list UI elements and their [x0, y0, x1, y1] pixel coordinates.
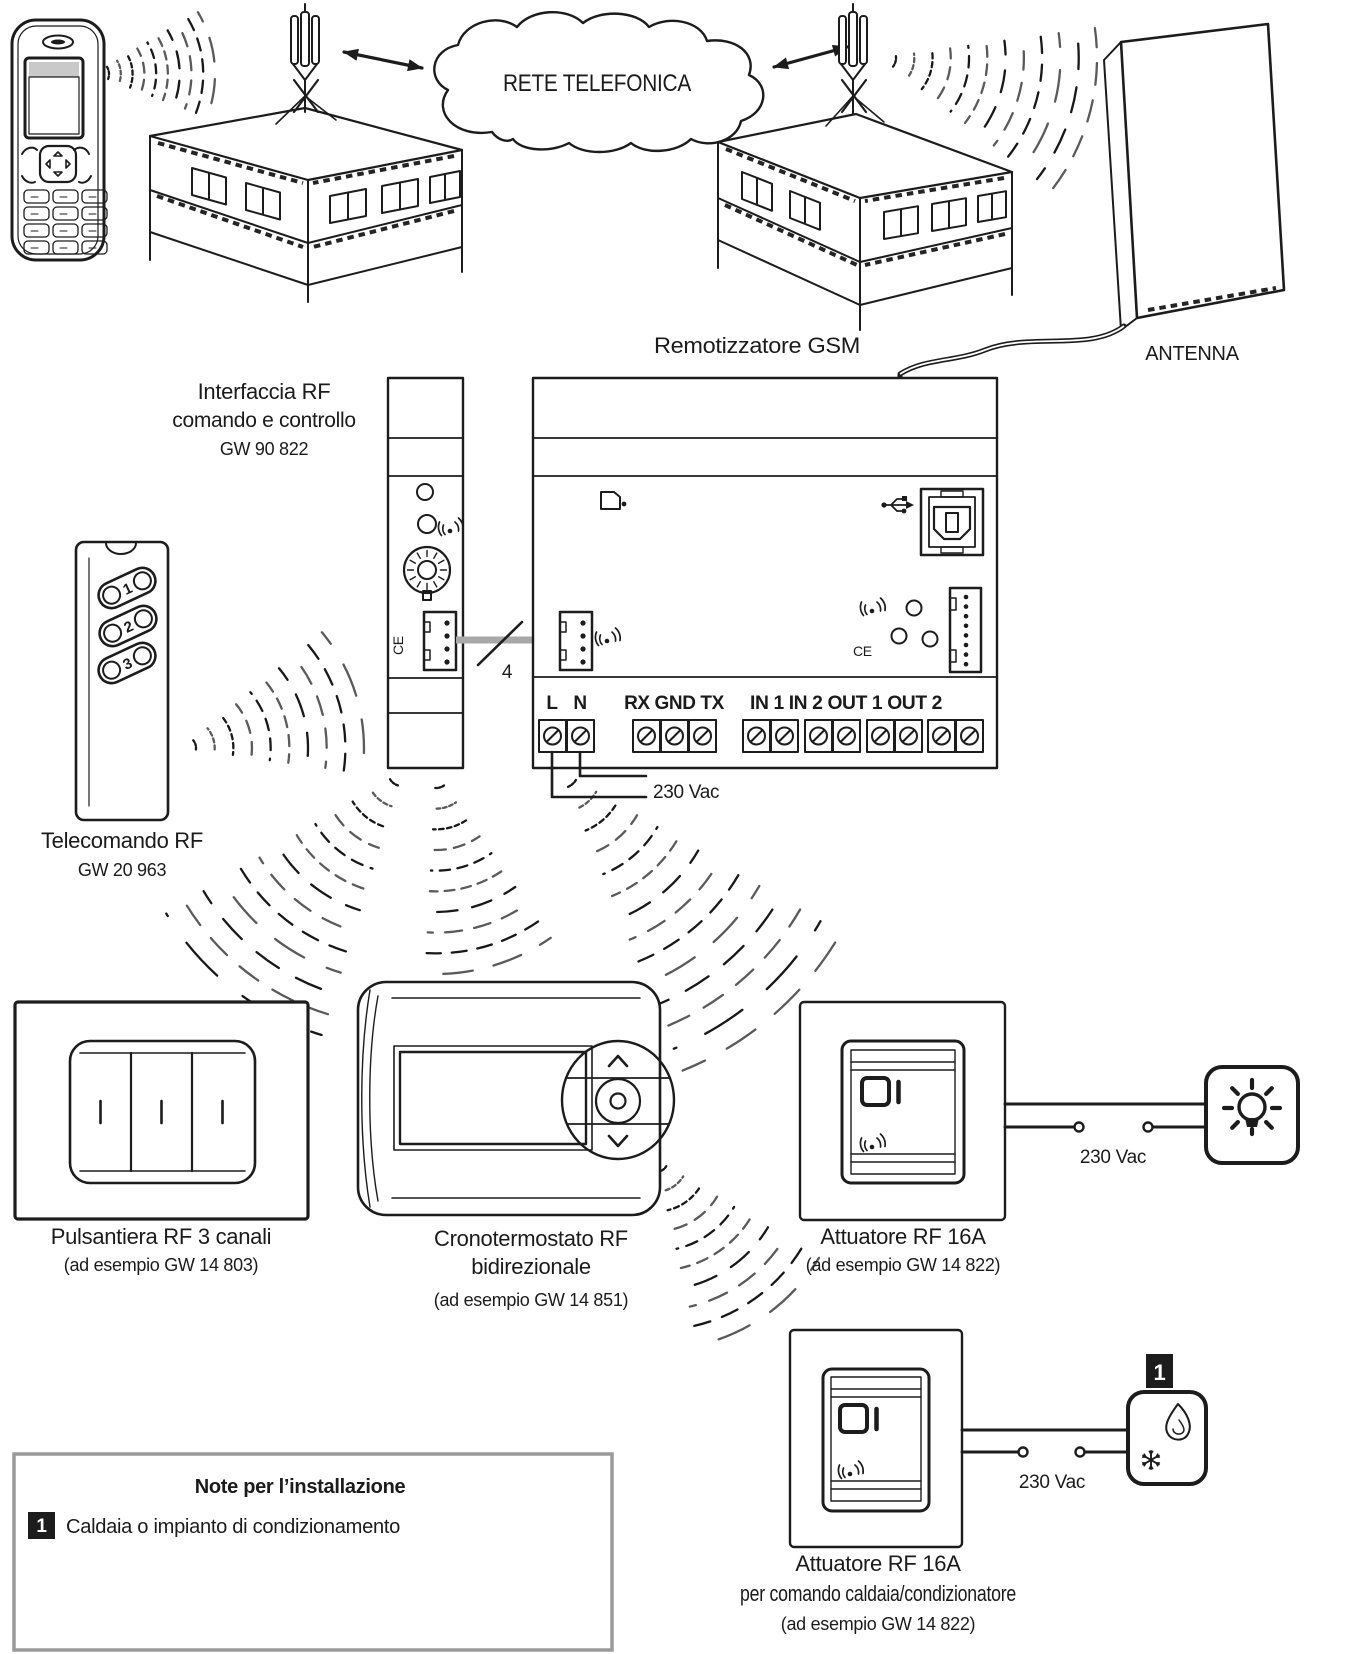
- note-item-badge: [28, 1512, 55, 1539]
- actuator2-label-3: (ad esempio GW 14 822): [781, 1614, 976, 1634]
- radio-waves-to-thermostat: [424, 784, 552, 976]
- radio-waves-phone: [105, 11, 217, 119]
- mains-wiring: 230 Vac: [550, 750, 720, 803]
- cell-tower-left: [275, 3, 337, 125]
- remote-label-1: Telecomando RF: [41, 828, 203, 853]
- lamp-load: [1204, 1065, 1300, 1165]
- note-box: Note per l’installazione 1 Caldaia o imp…: [12, 1452, 614, 1652]
- bus-wire: 4: [456, 620, 560, 683]
- mains-voltage-label: 230 Vac: [653, 782, 719, 803]
- rf-interface-label-3: GW 90 822: [220, 439, 309, 459]
- boiler-load: 1: [1126, 1354, 1208, 1486]
- note-item-number: 1: [36, 1516, 47, 1537]
- terminal-label-serial: RX GND TX: [624, 693, 725, 714]
- terminal-strip: L N RX GND TX IN 1 IN 2 OUT 1 OUT 2: [538, 693, 984, 753]
- led-icon: [417, 514, 437, 534]
- actuator2-load-wiring: 230 Vac: [960, 1428, 1130, 1493]
- note-ref-badge: [1146, 1354, 1173, 1388]
- chevron-up-icon: [607, 1054, 629, 1068]
- pushbutton-label-1: Pulsantiera RF 3 canali: [51, 1224, 272, 1249]
- antenna-cable: [897, 323, 1127, 382]
- led-icon: [890, 627, 908, 645]
- cloud-label: RETE TELEFONICA: [503, 70, 691, 97]
- antenna-panel: ANTENNA: [897, 22, 1286, 382]
- actuator2-label-2: per comando caldaia/condizionatore: [740, 1581, 1016, 1606]
- terminal-label-io: IN 1 IN 2 OUT 1 OUT 2: [750, 693, 942, 714]
- remote-label-2: GW 20 963: [78, 860, 167, 880]
- expansion-connector: [948, 586, 983, 674]
- rf-interface-label-1: Interfaccia RF: [198, 379, 331, 404]
- gsm-remote-label: Remotizzatore GSM: [654, 333, 860, 358]
- antenna-label: ANTENNA: [1145, 343, 1239, 365]
- power-switch-icon: [860, 1076, 901, 1107]
- arrow-cloud-tower: [772, 44, 849, 70]
- phone-dpad: [38, 144, 78, 184]
- rf-interface-label-2: comando e controllo: [172, 409, 355, 432]
- terminal-label-l: L: [546, 693, 558, 714]
- thermostat-label-2: bidirezionale: [471, 1254, 591, 1279]
- mobile-phone: [10, 18, 108, 262]
- radio-waves-antenna: [891, 26, 1099, 192]
- bus-connector: [558, 610, 594, 672]
- radio-waves-to-pushbutton: [165, 778, 400, 1037]
- rf-pushbutton-panel: Pulsantiera RF 3 canali (ad esempio GW 1…: [13, 1000, 310, 1275]
- rf-actuator-1: Attuatore RF 16A (ad esempio GW 14 822): [798, 1000, 1007, 1275]
- actuator2-label-1: Attuatore RF 16A: [795, 1551, 961, 1576]
- phone-keypad: [23, 189, 108, 255]
- earpiece-icon: [51, 39, 65, 45]
- thermostat-display: [393, 1045, 593, 1151]
- rotary-selector: [402, 545, 452, 601]
- radio-waves-to-actuator: [566, 778, 843, 1072]
- usb-icon: [881, 496, 914, 514]
- ce-mark: CE: [853, 643, 872, 659]
- flame-icon: [1165, 1403, 1191, 1441]
- rf-interface-module: Interfaccia RF comando e controllo GW 90…: [172, 376, 465, 770]
- led-icon: [416, 483, 434, 501]
- led-icon: [905, 599, 923, 617]
- thermostat-nav: [560, 1039, 676, 1161]
- actuator1-voltage-label: 230 Vac: [1080, 1147, 1146, 1168]
- actuator1-label-2: (ad esempio GW 14 822): [806, 1255, 1001, 1275]
- building-left: [148, 106, 464, 303]
- cell-tower-right: [825, 3, 885, 127]
- rf-remote-control: 1 2 3 Telecomando RF GW 20 963: [41, 540, 203, 880]
- power-switch-icon: [838, 1403, 879, 1434]
- sim-icon: [600, 491, 627, 510]
- thermostat-label-1: Cronotermostato RF: [434, 1226, 628, 1251]
- light-bulb-icon: [1221, 1077, 1283, 1137]
- snowflake-icon: [1141, 1450, 1161, 1470]
- actuator1-label-1: Attuatore RF 16A: [820, 1224, 986, 1249]
- terminal-label-n: N: [573, 693, 586, 714]
- gsm-remote-module: Remotizzatore GSM CE: [531, 333, 999, 803]
- rf-actuator-2: Attuatore RF 16A per comando caldaia/con…: [740, 1328, 1016, 1634]
- actuator2-voltage-label: 230 Vac: [1019, 1472, 1085, 1493]
- chevron-down-icon: [607, 1134, 629, 1148]
- radio-waves-remote: [192, 631, 366, 775]
- note-title: Note per l’installazione: [195, 1476, 406, 1498]
- bus-connector: [422, 610, 458, 672]
- screw-terminals: [538, 719, 984, 753]
- pushbutton-label-2: (ad esempio GW 14 803): [64, 1255, 259, 1275]
- actuator1-load-wiring: 230 Vac: [1003, 1102, 1208, 1168]
- radio-waves-thermostat-actuator: [657, 1165, 821, 1347]
- ce-mark: CE: [390, 636, 406, 655]
- phone-screen: [23, 56, 85, 140]
- note-ref-number: 1: [1154, 1360, 1166, 1385]
- arrow-tower-cloud: [342, 48, 424, 72]
- rf-thermostat: Cronotermostato RF bidirezionale (ad ese…: [356, 980, 676, 1310]
- bus-wire-count: 4: [502, 662, 513, 683]
- usb-port: [919, 487, 985, 557]
- thermostat-label-3: (ad esempio GW 14 851): [434, 1290, 629, 1310]
- led-icon: [921, 630, 939, 648]
- building-right: [716, 112, 1014, 331]
- note-item-text: Caldaia o impianto di condizionamento: [66, 1516, 400, 1538]
- telephone-network-cloud: RETE TELEFONICA: [433, 11, 765, 154]
